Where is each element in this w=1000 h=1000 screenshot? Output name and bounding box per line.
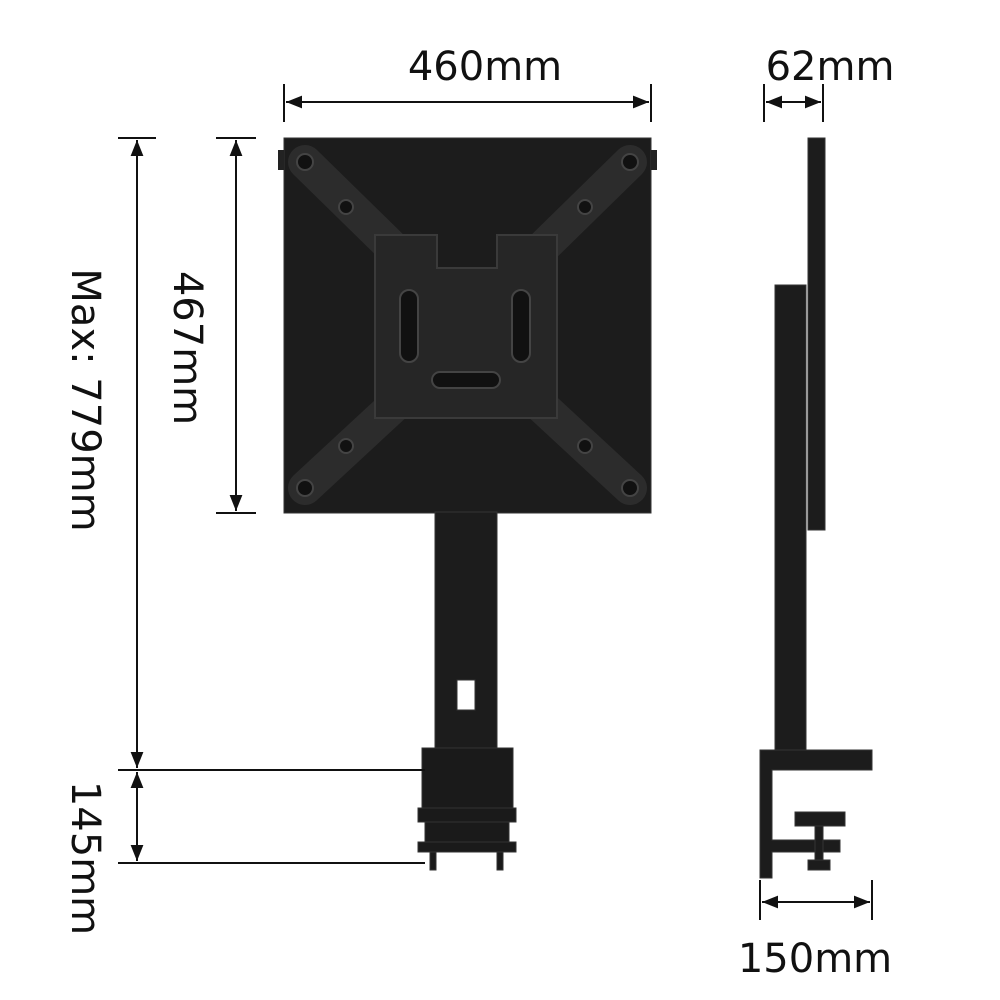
plate-height-label: 467mm	[164, 271, 210, 425]
max-height-label: Max: 779mm	[62, 268, 108, 531]
clamp-opening-label: 150mm	[738, 936, 892, 982]
side-panel	[807, 137, 826, 531]
dimension-lines	[118, 84, 873, 920]
side-clamp	[759, 749, 873, 879]
clamp-height-label: 145mm	[62, 781, 108, 935]
depth-label: 62mm	[766, 44, 895, 90]
vesa-plate	[374, 234, 558, 419]
width-label: 460mm	[408, 44, 562, 90]
side-column	[774, 284, 807, 751]
desk-clamp	[417, 747, 517, 871]
front-view	[278, 137, 657, 871]
side-view	[759, 137, 873, 879]
column	[434, 511, 498, 749]
